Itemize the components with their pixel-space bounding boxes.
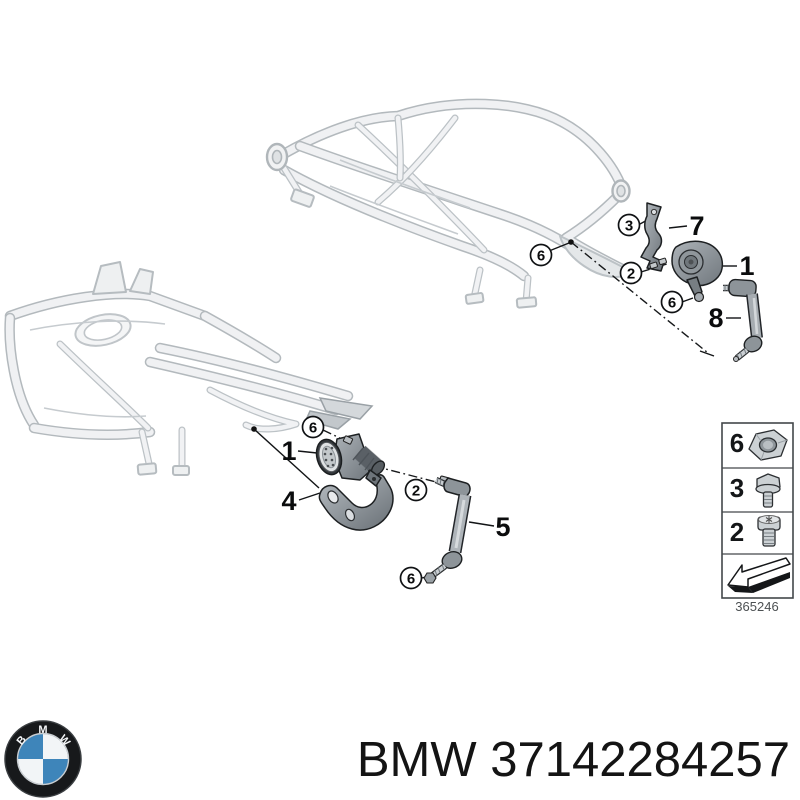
callout-6-rear-mount: 6 (529, 243, 553, 267)
callout-1-front: 1 (281, 436, 296, 466)
callout-7: 7 (689, 211, 704, 241)
rear-sensor-assembly (640, 202, 763, 362)
front-subframe-illustration (4, 261, 374, 476)
callout-1-rear: 1 (739, 251, 754, 281)
svg-text:6: 6 (668, 294, 676, 311)
rear-link-rod-part (723, 278, 763, 362)
front-sensor-assembly (315, 433, 472, 584)
hex-flange-bolt-icon (755, 473, 781, 508)
callout-5: 5 (495, 512, 510, 542)
svg-text:6: 6 (407, 570, 415, 587)
front-link-rod-part (423, 477, 472, 584)
legend-number-3: 3 (730, 473, 744, 503)
rear-height-sensor-part (671, 240, 724, 303)
svg-text:2: 2 (627, 265, 635, 282)
callout-6-front-screw: 6 (301, 415, 325, 439)
legend-number-2: 2 (730, 517, 744, 547)
bmw-logo: B M W (4, 720, 82, 798)
svg-text:3: 3 (625, 217, 633, 234)
hex-nut-icon (748, 429, 788, 461)
callout-6-rear-stud: 6 (660, 290, 684, 314)
rear-subframe-illustration (265, 98, 636, 309)
leader-lines (251, 217, 741, 579)
part-number-text: BMW 37142284257 (357, 733, 790, 787)
socket-head-screw-icon (757, 515, 781, 547)
callout-2-rear: 2 (619, 261, 643, 285)
fastener-legend: 6 3 2 365246 (721, 422, 794, 614)
legend-number-6: 6 (730, 428, 744, 458)
callout-3: 3 (617, 213, 641, 237)
callouts: 6 3 7 2 1 6 8 6 1 4 2 5 6 (281, 211, 755, 590)
footer: B M W BMW 37142284257 (4, 720, 790, 798)
svg-text:2: 2 (412, 482, 420, 499)
callout-2-front: 2 (404, 478, 428, 502)
svg-text:M: M (38, 724, 47, 736)
callout-4: 4 (281, 486, 296, 516)
front-height-sensor-part (315, 433, 386, 487)
svg-text:6: 6 (537, 247, 545, 264)
callout-6-front-bolt: 6 (399, 566, 423, 590)
callout-8: 8 (708, 303, 723, 333)
front-bracket-part (318, 474, 394, 531)
rear-bracket-part (640, 202, 665, 272)
install-direction-arrow-icon (727, 557, 791, 593)
svg-text:6: 6 (309, 419, 317, 436)
diagram-code: 365246 (735, 599, 778, 614)
